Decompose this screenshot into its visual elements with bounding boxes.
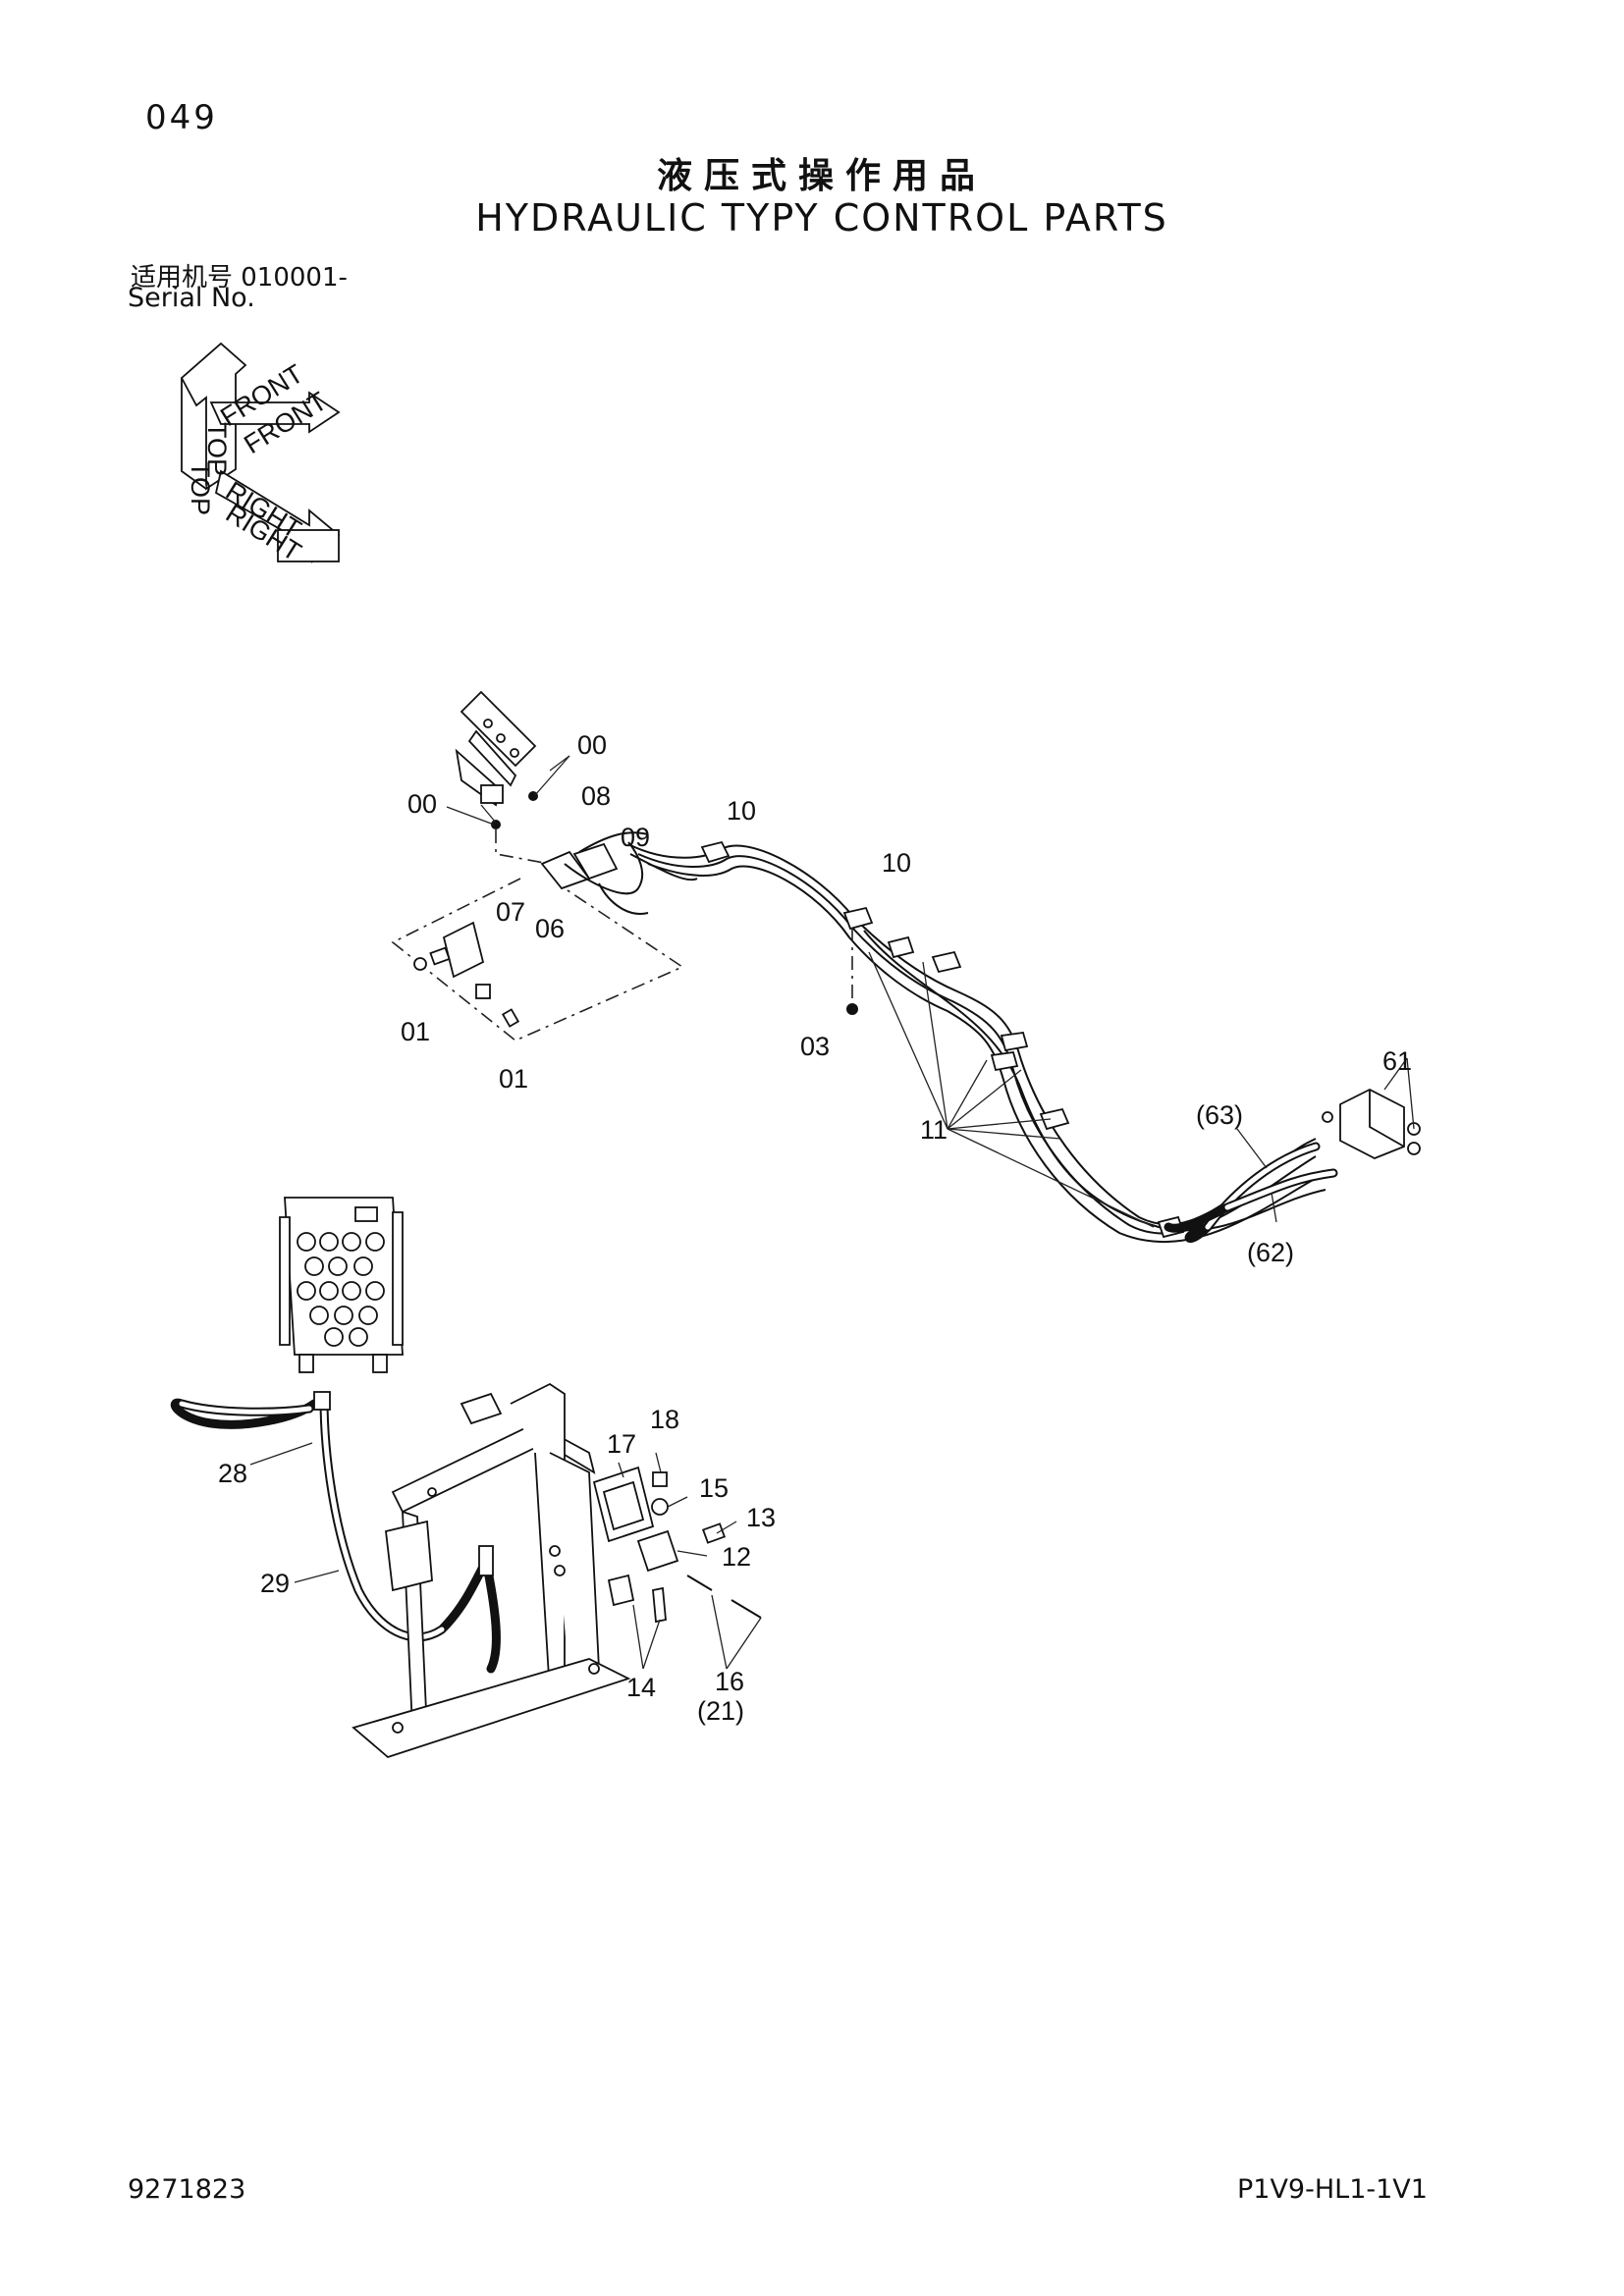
serial-label-english: Serial No.: [128, 283, 255, 313]
pilot-hose-bundle: [627, 840, 1326, 1244]
shuttle-valve-block: [413, 921, 520, 1028]
pilot-control-valve: [279, 1197, 404, 1373]
callout-13: 13: [746, 1503, 776, 1532]
small-parts-group: [592, 1466, 762, 1624]
serial-label-chinese: 适用机号 010001-: [131, 263, 348, 293]
travel-pedal-assembly: [455, 690, 537, 807]
callout-10b: 10: [882, 848, 911, 878]
title-english: HYDRAULIC TYPY CONTROL PARTS: [475, 196, 1168, 240]
callout-62: (62): [1247, 1238, 1294, 1267]
callout-10a: 10: [727, 796, 756, 826]
callout-00a: 00: [577, 730, 607, 760]
callout-17: 17: [607, 1429, 636, 1459]
callout-12: 12: [722, 1542, 751, 1572]
hose-junction: [540, 831, 649, 915]
callout-11: 11: [920, 1115, 947, 1145]
callout-15: 15: [699, 1473, 729, 1503]
document-number: 9271823: [128, 2174, 246, 2205]
callout-14: 14: [626, 1673, 656, 1702]
callout-16: 16: [715, 1667, 744, 1696]
callout-21: (21): [697, 1696, 744, 1726]
callout-09: 09: [621, 823, 650, 852]
callout-18: 18: [650, 1405, 679, 1434]
title-chinese: 液压式操作用品: [656, 156, 987, 196]
callout-08: 08: [581, 781, 611, 811]
callout-61: 61: [1382, 1046, 1412, 1076]
callout-03: 03: [800, 1032, 830, 1061]
callout-29: 29: [260, 1569, 290, 1598]
orientation-top-label: TOP: [202, 422, 232, 476]
orientation-indicator: TOP TOP FRONT FRONT RIGHT RIGHT: [180, 342, 341, 567]
callout-01b: 01: [499, 1064, 528, 1094]
callout-63: (63): [1196, 1100, 1243, 1130]
page-number: 049: [145, 98, 218, 137]
orientation-top-label-shadow: TOP: [186, 461, 215, 515]
callout-07: 07: [496, 897, 525, 927]
callout-01a: 01: [401, 1017, 430, 1046]
valve-61: [1322, 1088, 1421, 1159]
reference-code: P1V9-HL1-1V1: [1237, 2174, 1428, 2205]
mounting-stand: [352, 1382, 631, 1759]
callout-06: 06: [535, 914, 565, 943]
callout-00b: 00: [407, 789, 437, 819]
callout-28: 28: [218, 1459, 247, 1488]
